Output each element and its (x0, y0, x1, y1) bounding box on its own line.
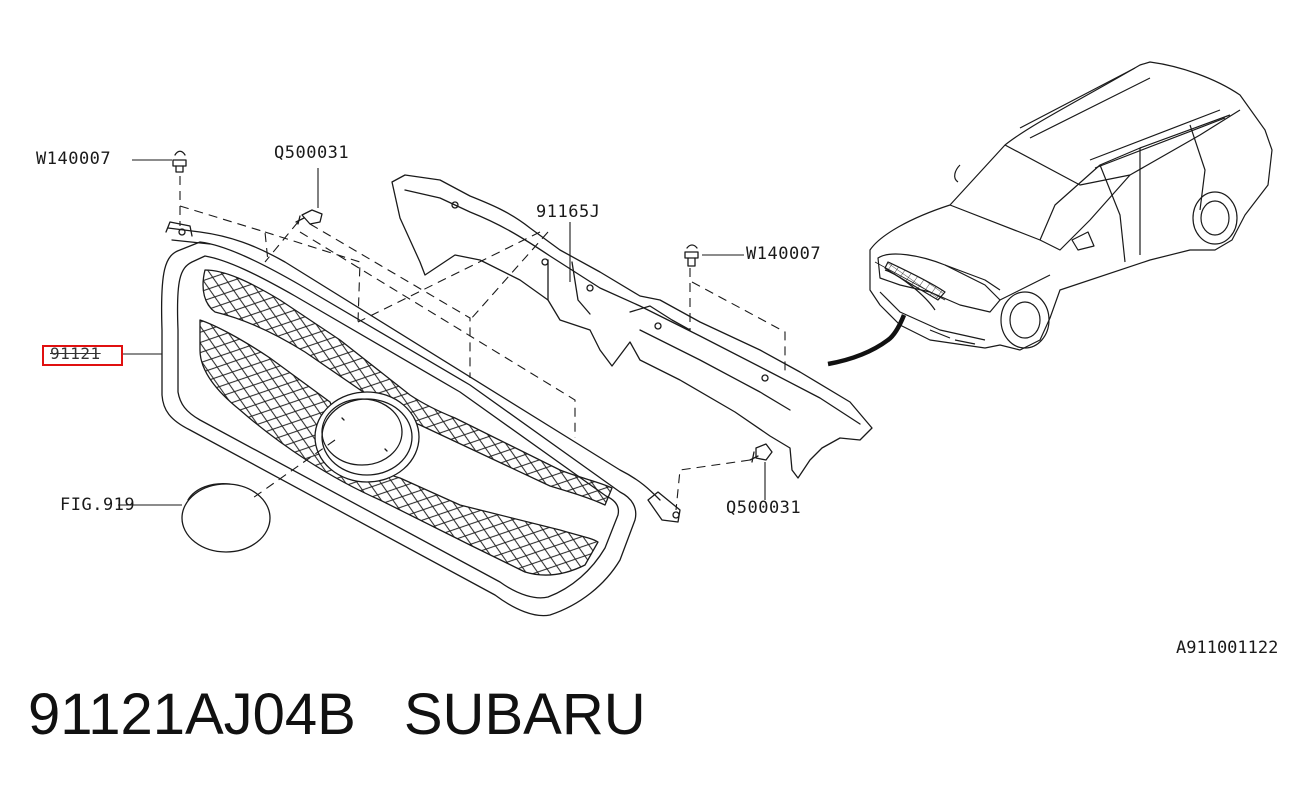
clip-right (685, 245, 698, 266)
car-illustration (870, 62, 1272, 350)
clip-top-left (173, 151, 186, 172)
diagram-reference-code: A911001122 (1176, 638, 1279, 658)
leader-lines (118, 160, 765, 505)
callout-91121[interactable]: 91121 (50, 344, 101, 363)
callout-w140007-right: W140007 (746, 244, 822, 264)
screw-top (296, 210, 322, 224)
callout-fig919[interactable]: FIG.919 (60, 495, 136, 515)
assembly-guides (180, 176, 785, 510)
part-number: 91121AJ04B (28, 682, 356, 747)
callout-q500031-top: Q500031 (274, 143, 350, 163)
callout-91165j: 91165J (536, 202, 601, 222)
emblem (182, 484, 270, 552)
callout-q500031-bottom: Q500031 (726, 498, 802, 518)
callout-w140007-left: W140007 (36, 149, 112, 169)
screw-bottom (750, 444, 772, 462)
front-grille (162, 222, 680, 616)
locator-arrow (828, 315, 904, 364)
highlight-box (42, 345, 123, 366)
brand-name: SUBARU (403, 682, 646, 747)
